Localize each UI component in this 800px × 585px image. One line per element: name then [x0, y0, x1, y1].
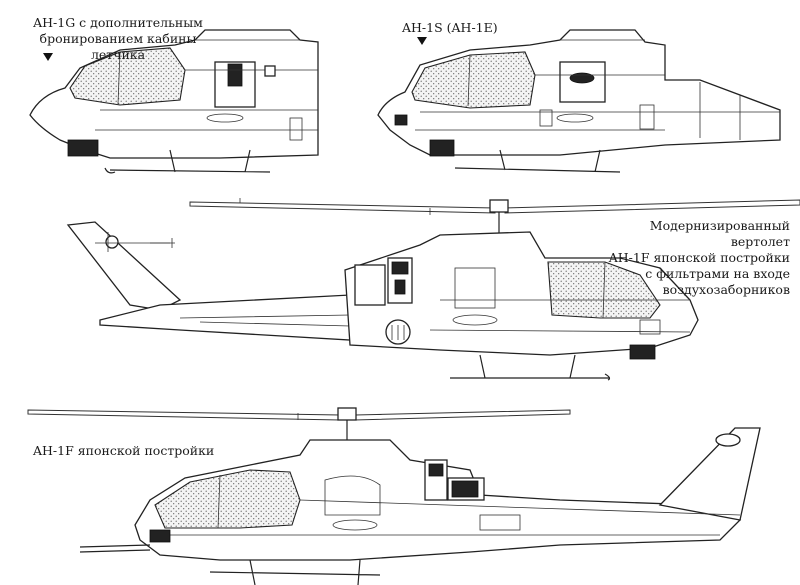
ah1f-modernized-side-view — [66, 198, 800, 381]
down-triangle-icon — [417, 37, 427, 45]
caption-ah1g: AH-1G с дополнительным бронированием каб… — [33, 15, 203, 62]
caption-ah1s: AH-1S (AH-1E) — [402, 20, 498, 35]
ah1s-front-view — [377, 29, 781, 173]
ah1f-japanese-side-view — [27, 407, 761, 585]
down-triangle-icon — [43, 53, 53, 61]
ah1g-front-view — [29, 29, 319, 174]
caption-modernized-ah1f: Модернизированный вертолет AH-1F японско… — [608, 218, 790, 297]
caption-ah1f-japanese: AH-1F японской постройки — [33, 443, 215, 458]
